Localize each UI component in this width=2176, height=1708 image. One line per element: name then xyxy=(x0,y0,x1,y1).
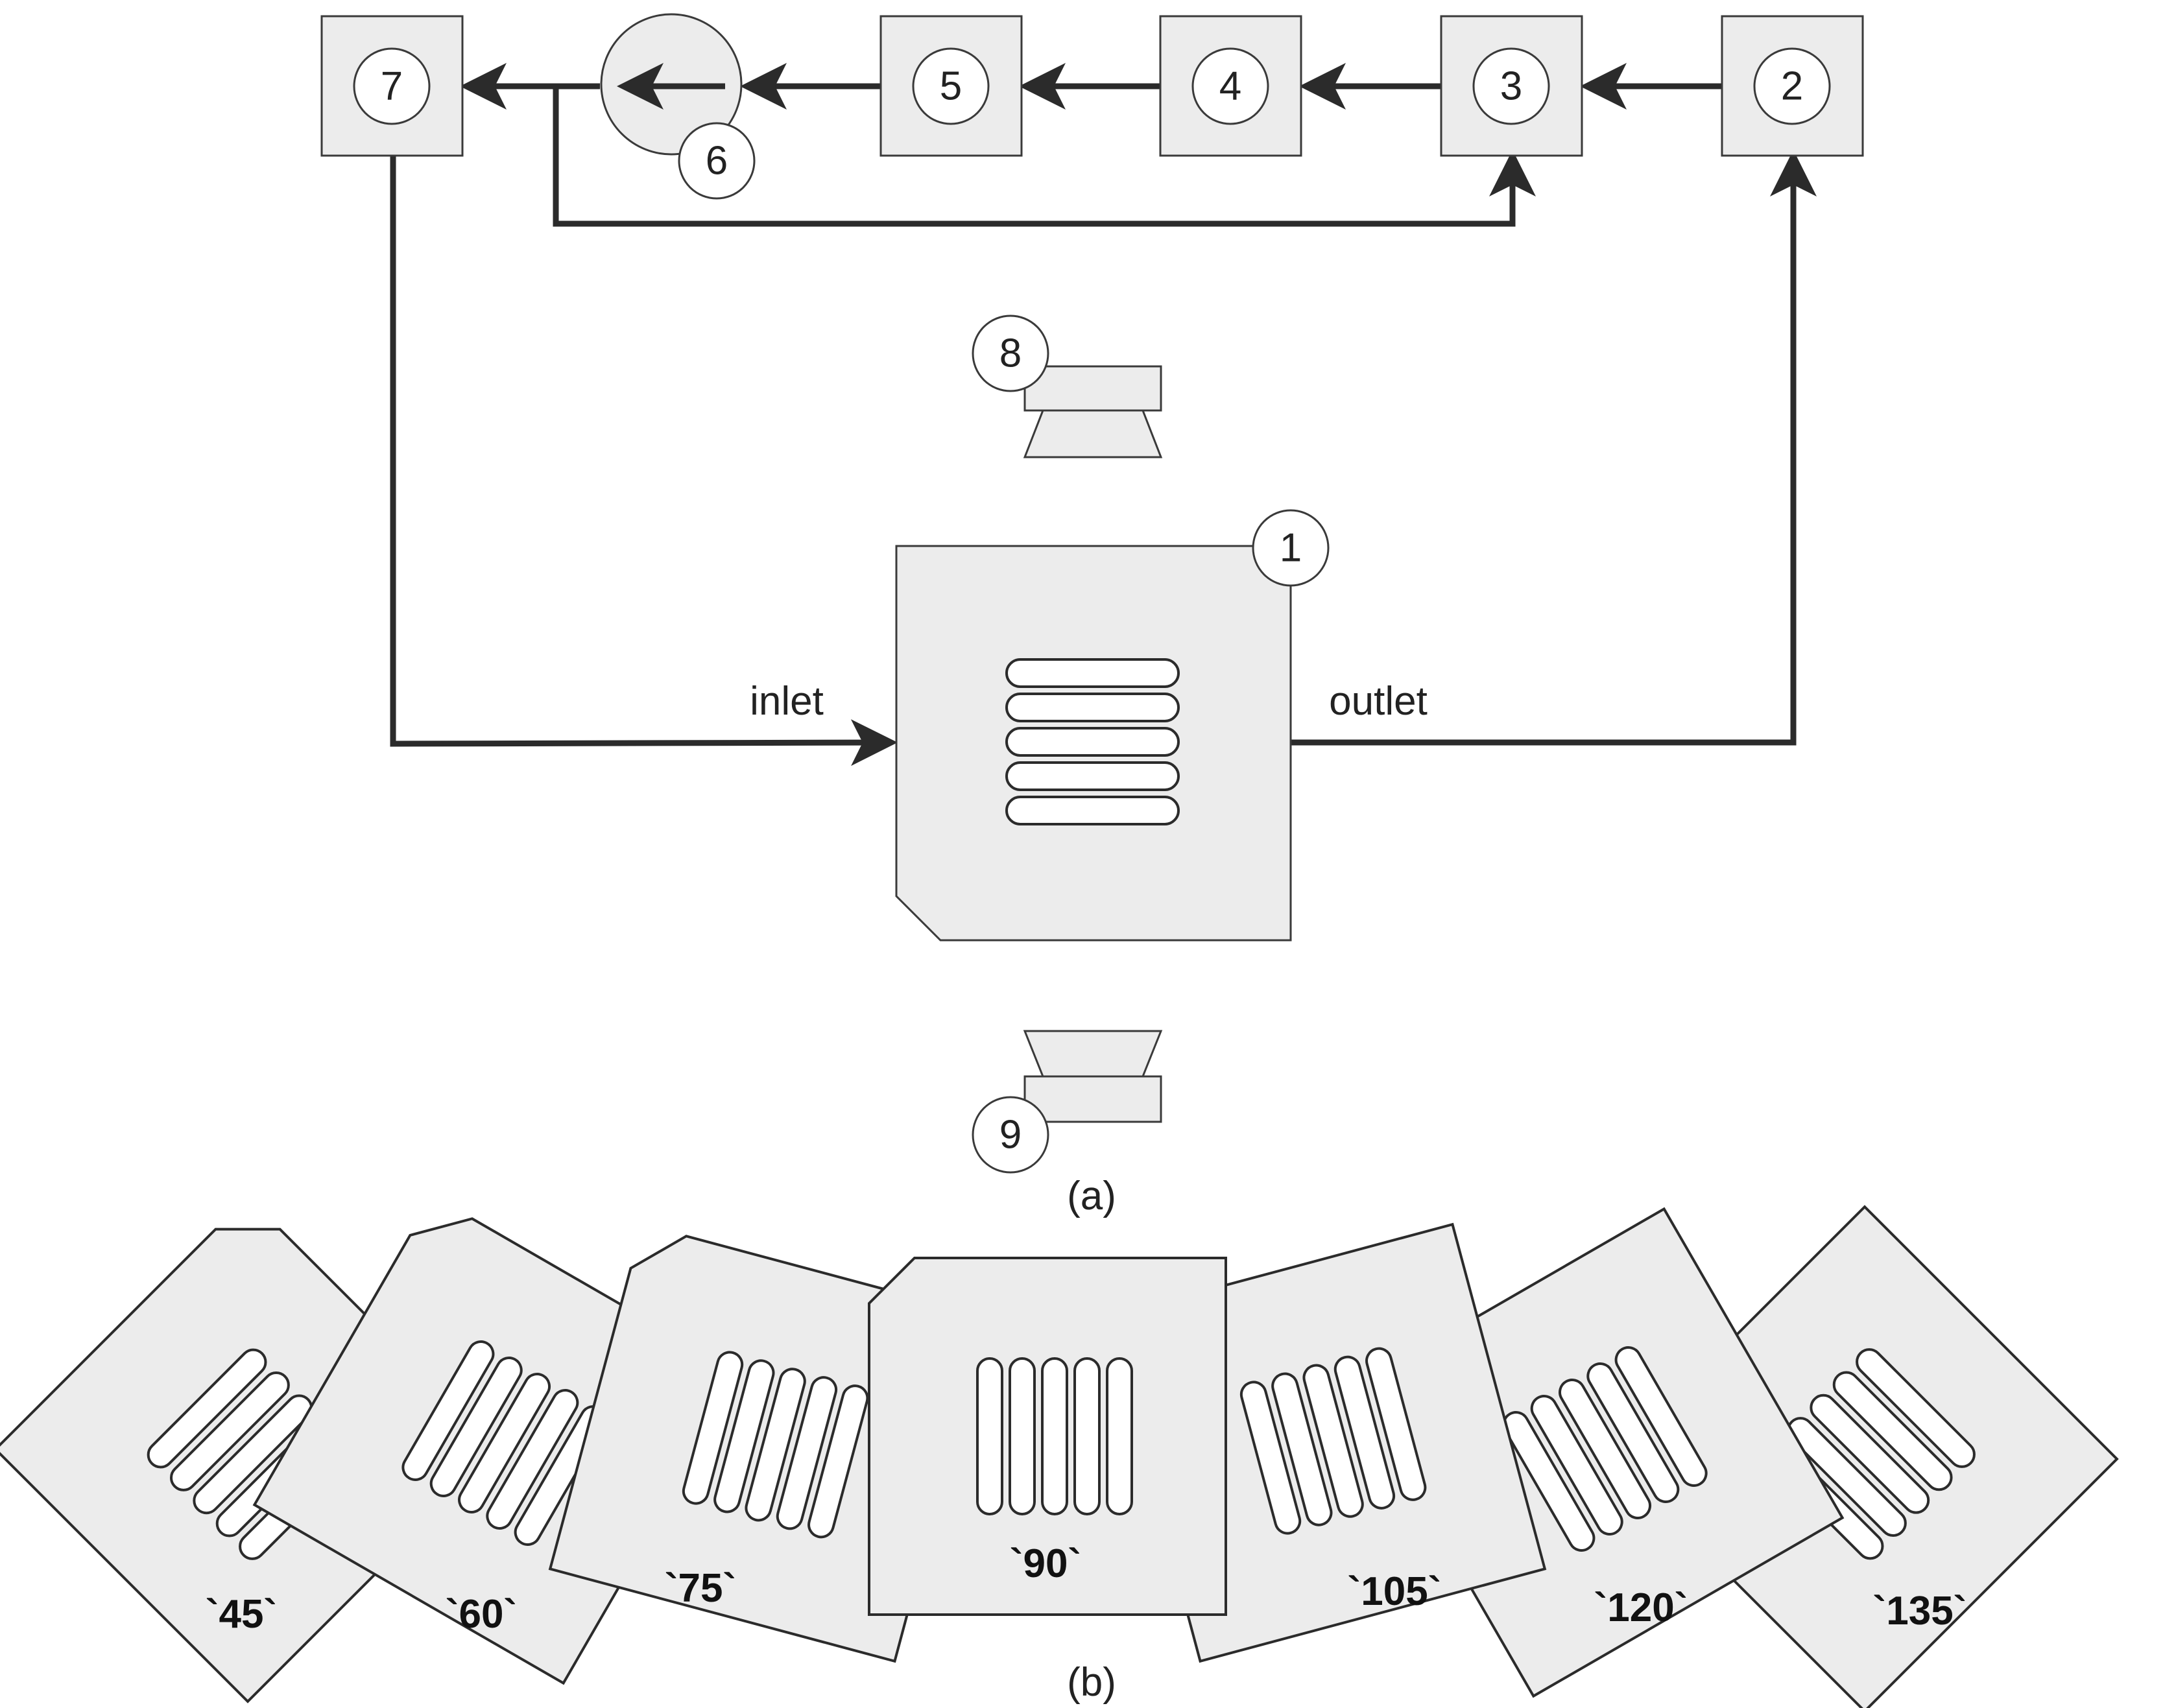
svg-text:7: 7 xyxy=(381,64,403,109)
angle-label-6: `120` xyxy=(1594,1585,1688,1630)
angle-label-4: `90` xyxy=(1010,1541,1081,1586)
sample-tile-7 xyxy=(1643,1205,2119,1708)
angle-label-7: `135` xyxy=(1873,1589,1967,1633)
inlet-label: inlet xyxy=(750,679,824,724)
angle-label-5: `105` xyxy=(1348,1569,1442,1614)
svg-text:8: 8 xyxy=(999,331,1022,376)
component-7: 7 xyxy=(320,15,464,157)
svg-text:4: 4 xyxy=(1219,64,1241,109)
angle-label-3: `75` xyxy=(665,1566,736,1611)
component-5: 5 xyxy=(879,15,1023,157)
component-3: 3 xyxy=(1440,15,1583,157)
svg-text:3: 3 xyxy=(1500,64,1522,109)
svg-text:5: 5 xyxy=(940,64,962,109)
angle-label-1: `45` xyxy=(206,1592,277,1637)
outlet-label: outlet xyxy=(1329,679,1428,724)
caption-b: (b) xyxy=(1067,1660,1116,1705)
component-9-camera-bottom: 9 xyxy=(972,1030,1163,1174)
caption-a: (a) xyxy=(1067,1174,1116,1218)
angle-label-2: `60` xyxy=(446,1592,517,1637)
svg-text:2: 2 xyxy=(1781,64,1803,109)
svg-text:6: 6 xyxy=(706,139,728,184)
svg-text:1: 1 xyxy=(1280,526,1302,571)
svg-text:9: 9 xyxy=(999,1113,1022,1157)
sample-orientations: `45` `60` `75` `90` `105` `120` `135` xyxy=(0,1205,2119,1708)
component-6-pump: 6 xyxy=(600,13,756,200)
outlet-line-to-2 xyxy=(1291,150,1817,746)
return-line-to-inlet xyxy=(390,156,898,766)
sample-tile-4 xyxy=(868,1257,1227,1616)
component-1-test-section: 1 xyxy=(895,509,1330,942)
component-2: 2 xyxy=(1721,15,1864,157)
component-4: 4 xyxy=(1159,15,1302,157)
component-8-camera-top: 8 xyxy=(972,314,1163,458)
bypass-line-to-3 xyxy=(553,86,1536,227)
